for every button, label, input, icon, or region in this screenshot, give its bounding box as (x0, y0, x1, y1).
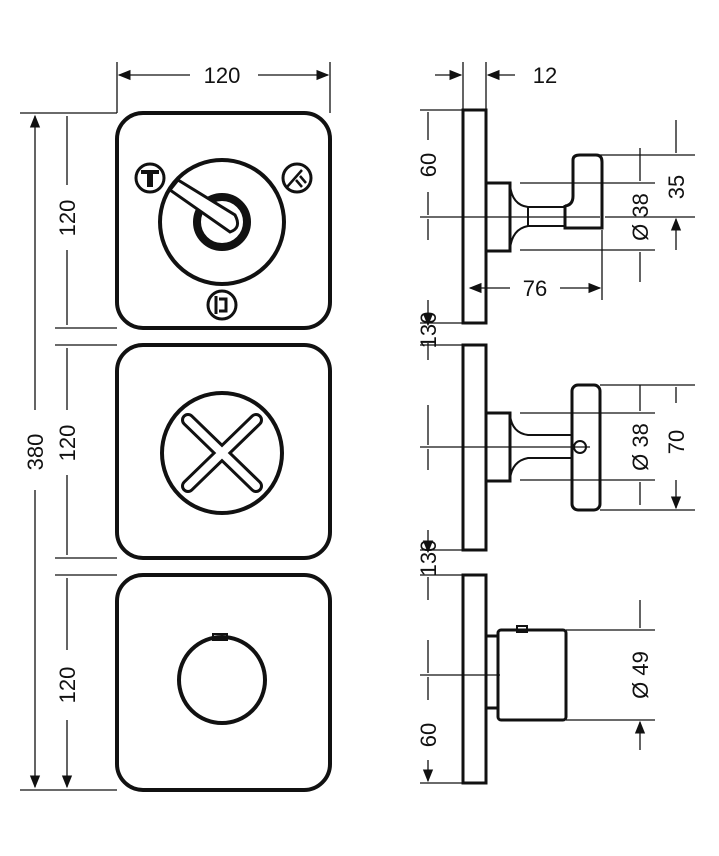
panel-height-dimensions: 120 120 120 (55, 116, 80, 787)
thermostat-side-profile (486, 625, 568, 722)
diverter-dimensions: Ø 38 35 (520, 120, 695, 282)
cross-handle-diameter-label: Ø 38 (628, 423, 653, 471)
overhead-shower-icon (206, 289, 238, 321)
thermostat-knob (177, 633, 267, 725)
total-height-dimension: 380 (23, 114, 48, 789)
side-view: 12 60 130 130 60 76 Ø 38 35 (416, 62, 695, 783)
diverter-panel (115, 111, 332, 330)
diverter-height-label: 35 (664, 175, 689, 199)
diverter-dial (158, 158, 286, 286)
panel-height-label: 120 (55, 667, 80, 704)
bathtub-spout-icon (134, 162, 166, 194)
plate-thickness-label: 12 (533, 63, 557, 88)
side-vertical-dimensions: 60 130 130 60 (416, 112, 441, 781)
width-dimension: 120 (116, 62, 331, 113)
front-view: 120 380 120 120 120 (20, 62, 332, 792)
bottom-offset-label: 60 (416, 723, 441, 747)
diverter-side-profile (484, 153, 604, 253)
hand-shower-icon (281, 162, 313, 194)
width-label: 120 (204, 63, 241, 88)
cross-handle-dimensions: Ø 38 70 (520, 384, 695, 510)
handle-depth-dimension: 76 (468, 230, 603, 301)
stop-valve-panel (115, 343, 332, 560)
cross-handle-height-label: 70 (664, 430, 689, 454)
spacing-label: 130 (416, 540, 441, 577)
panel-height-label: 120 (55, 200, 80, 237)
thermostat-panel (115, 573, 332, 792)
handle-depth-label: 76 (523, 276, 547, 301)
thermostat-diameter-label: Ø 49 (628, 651, 653, 699)
plate-thickness-dimension: 12 (435, 62, 557, 110)
diverter-diameter-label: Ø 38 (628, 193, 653, 241)
thermostat-dimensions: Ø 49 (566, 600, 655, 750)
total-height-label: 380 (23, 434, 48, 471)
panel-height-label: 120 (55, 425, 80, 462)
spacing-label: 130 (416, 312, 441, 349)
top-offset-label: 60 (416, 153, 441, 177)
cross-handle (160, 391, 284, 515)
